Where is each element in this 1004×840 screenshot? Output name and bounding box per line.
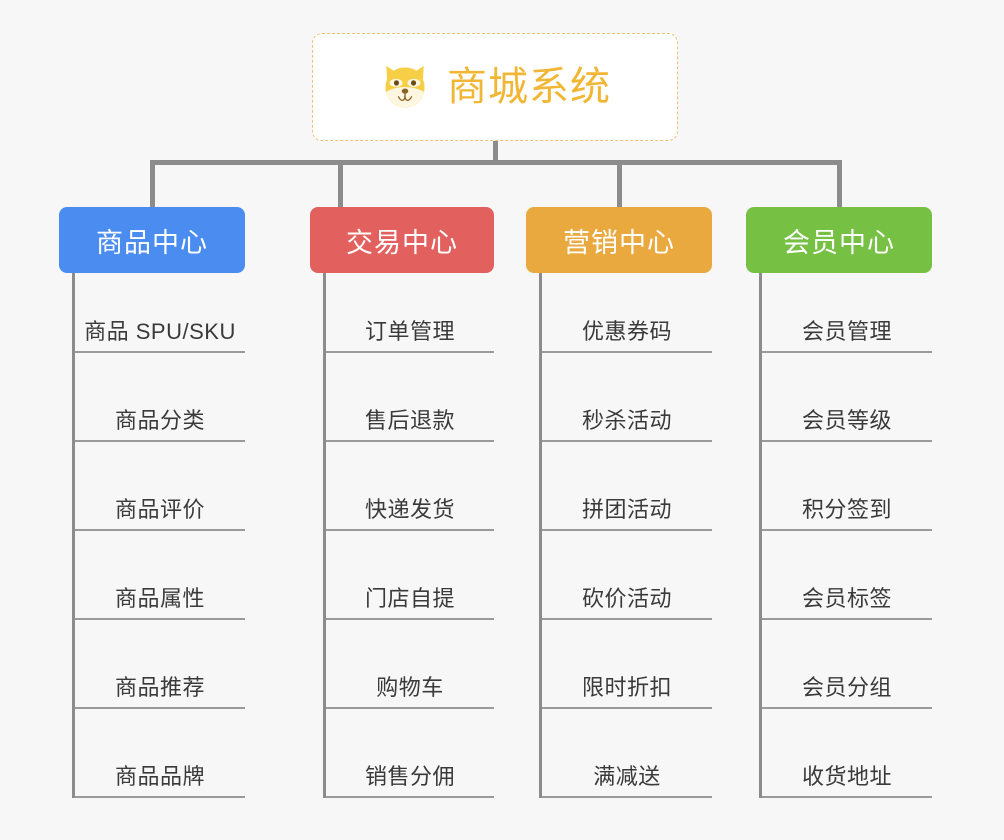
leaf-list-marketing-center: 优惠券码 秒杀活动 拼团活动 砍价活动 限时折扣 满减送 (539, 273, 712, 798)
list-item[interactable]: 商品 SPU/SKU (75, 273, 245, 353)
list-item[interactable]: 拼团活动 (542, 442, 712, 531)
list-item[interactable]: 会员分组 (762, 620, 932, 709)
leaf-label: 会员管理 (801, 319, 892, 344)
leaf-label: 快递发货 (364, 497, 455, 522)
leaf-label: 会员等级 (801, 408, 892, 433)
leaf-label: 商品 SPU/SKU (84, 319, 236, 344)
list-item[interactable]: 售后退款 (326, 353, 494, 442)
leaf-label: 会员标签 (801, 586, 892, 611)
connector-drop-1 (150, 160, 155, 208)
list-item[interactable]: 会员标签 (762, 531, 932, 620)
list-item[interactable]: 限时折扣 (542, 620, 712, 709)
category-card-marketing-center[interactable]: 营销中心 (526, 207, 712, 273)
category-card-product-center[interactable]: 商品中心 (59, 207, 245, 273)
leaf-list-member-center: 会员管理 会员等级 积分签到 会员标签 会员分组 收货地址 (759, 273, 932, 798)
category-title: 交易中心 (346, 227, 458, 258)
leaf-label: 商品评价 (114, 497, 205, 522)
category-card-trade-center[interactable]: 交易中心 (310, 207, 494, 273)
leaf-label: 收货地址 (801, 764, 892, 789)
category-title: 会员中心 (783, 227, 895, 258)
leaf-label: 商品分类 (114, 408, 205, 433)
leaf-label: 优惠券码 (581, 319, 672, 344)
list-item[interactable]: 砍价活动 (542, 531, 712, 620)
list-item[interactable]: 订单管理 (326, 273, 494, 353)
category-title: 商品中心 (96, 227, 208, 258)
branch-trade-center: 交易中心 订单管理 售后退款 快递发货 门店自提 购物车 销售分佣 (310, 207, 494, 798)
list-item[interactable]: 商品评价 (75, 442, 245, 531)
list-item[interactable]: 商品品牌 (75, 709, 245, 798)
list-item[interactable]: 会员等级 (762, 353, 932, 442)
leaf-label: 售后退款 (364, 408, 455, 433)
list-item[interactable]: 会员管理 (762, 273, 932, 353)
list-item[interactable]: 商品属性 (75, 531, 245, 620)
connector-drop-4 (837, 160, 842, 208)
list-item[interactable]: 快递发货 (326, 442, 494, 531)
connector-drop-3 (617, 160, 622, 208)
branch-product-center: 商品中心 商品 SPU/SKU 商品分类 商品评价 商品属性 商品推荐 商品品牌 (59, 207, 245, 798)
leaf-label: 商品属性 (114, 586, 205, 611)
connector-root-stem (493, 141, 498, 163)
branch-marketing-center: 营销中心 优惠券码 秒杀活动 拼团活动 砍价活动 限时折扣 满减送 (526, 207, 712, 798)
leaf-label: 商品推荐 (114, 675, 205, 700)
leaf-label: 会员分组 (801, 675, 892, 700)
list-item[interactable]: 收货地址 (762, 709, 932, 798)
dog-face-emoji-icon (385, 65, 425, 108)
list-item[interactable]: 销售分佣 (326, 709, 494, 798)
list-item[interactable]: 满减送 (542, 709, 712, 798)
leaf-label: 积分签到 (801, 497, 892, 522)
connector-drop-2 (338, 160, 343, 208)
list-item[interactable]: 积分签到 (762, 442, 932, 531)
connector-horizontal-bus (150, 160, 842, 165)
category-title: 营销中心 (563, 227, 675, 258)
list-item[interactable]: 优惠券码 (542, 273, 712, 353)
leaf-list-trade-center: 订单管理 售后退款 快递发货 门店自提 购物车 销售分佣 (323, 273, 494, 798)
list-item[interactable]: 商品推荐 (75, 620, 245, 709)
leaf-label: 订单管理 (364, 319, 455, 344)
leaf-label: 销售分佣 (364, 764, 455, 789)
list-item[interactable]: 商品分类 (75, 353, 245, 442)
branch-member-center: 会员中心 会员管理 会员等级 积分签到 会员标签 会员分组 收货地址 (746, 207, 932, 798)
root-node-title: 商城系统 (447, 65, 611, 109)
list-item[interactable]: 秒杀活动 (542, 353, 712, 442)
leaf-list-product-center: 商品 SPU/SKU 商品分类 商品评价 商品属性 商品推荐 商品品牌 (72, 273, 245, 798)
leaf-label: 满减送 (593, 764, 661, 789)
leaf-label: 砍价活动 (581, 586, 672, 611)
leaf-label: 商品品牌 (114, 764, 205, 789)
leaf-label: 门店自提 (364, 586, 455, 611)
leaf-label: 拼团活动 (581, 497, 672, 522)
category-card-member-center[interactable]: 会员中心 (746, 207, 932, 273)
leaf-label: 秒杀活动 (581, 408, 672, 433)
root-node-mall-system[interactable]: 商城系统 (312, 33, 678, 141)
list-item[interactable]: 购物车 (326, 620, 494, 709)
leaf-label: 购物车 (376, 675, 444, 700)
list-item[interactable]: 门店自提 (326, 531, 494, 620)
leaf-label: 限时折扣 (581, 675, 672, 700)
